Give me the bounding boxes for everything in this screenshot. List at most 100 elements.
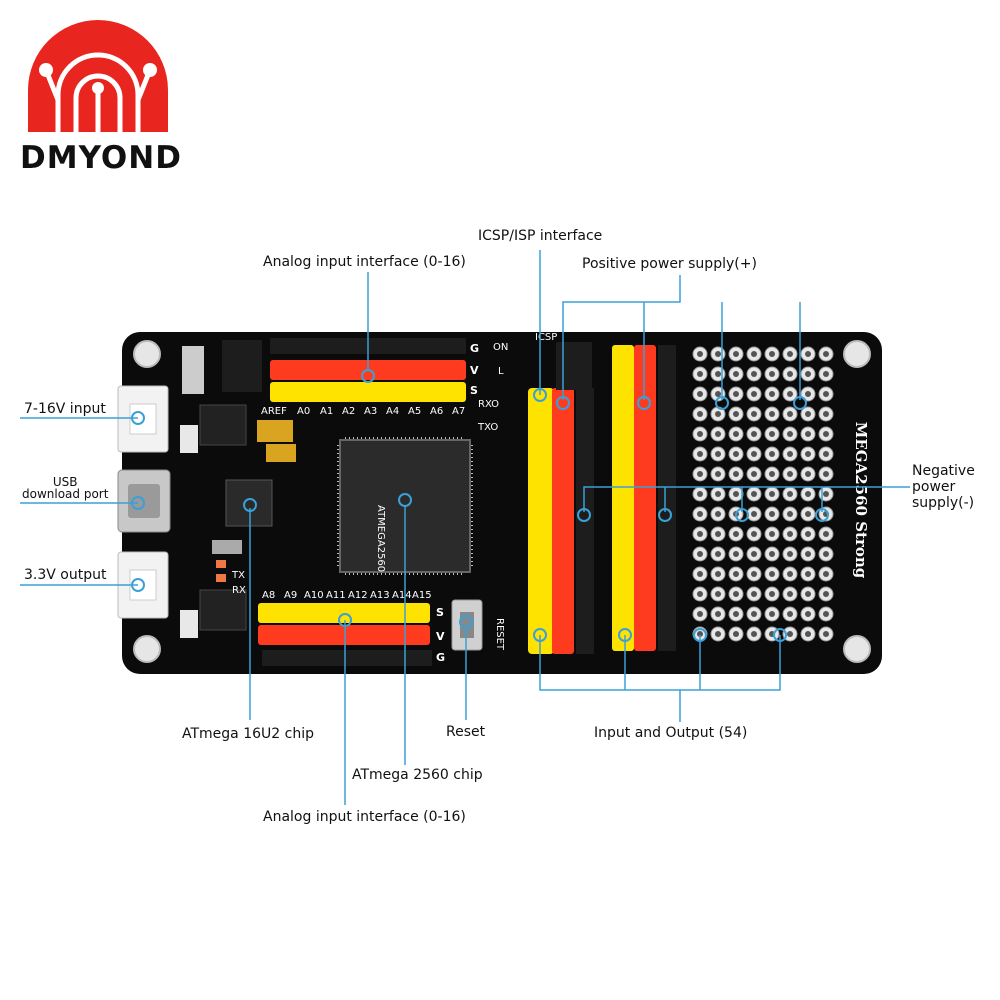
proto-pad-hole [805,531,811,537]
proto-pad-hole [751,631,757,637]
proto-pad-hole [769,471,775,477]
analog-bottom-headers [258,603,432,666]
proto-pad-hole [715,391,721,397]
pin-label-a5: A5 [408,406,421,417]
proto-pad-hole [769,531,775,537]
proto-pad-hole [733,631,739,637]
proto-pad-hole [697,471,703,477]
proto-pad-hole [751,351,757,357]
proto-pad-hole [697,491,703,497]
pointer-circles [131,369,829,642]
proto-pad-hole [823,531,829,537]
negative-line2: power [912,479,956,495]
proto-pad-hole [697,611,703,617]
top-pin-labels: AREF A0 A1 A2 A3 A4 A5 A6 A7 [261,406,465,417]
proto-pad-hole [697,391,703,397]
pin-label-a11: A11 [326,590,346,601]
atmega16u2-label: ATmega 16U2 chip [182,726,314,742]
proto-pad-hole [769,611,775,617]
reset-label: Reset [446,724,486,740]
proto-pad-hole [697,431,703,437]
pin-label-a0: A0 [297,406,310,417]
proto-pad-hole [751,431,757,437]
proto-pad-hole [769,411,775,417]
proto-pad-hole [823,411,829,417]
pin-label-a1: A1 [320,406,333,417]
proto-pad-hole [715,411,721,417]
proto-pad-hole [697,451,703,457]
proto-pad-hole [769,551,775,557]
analog-input-top-label: Analog input interface (0-16) [263,254,466,270]
proto-pad-hole [787,391,793,397]
proto-pad-hole [715,551,721,557]
proto-pad-hole [805,371,811,377]
proto-pad-hole [805,631,811,637]
proto-pad-hole [697,411,703,417]
atmega16u2-chip [225,479,273,527]
regulator-2 [199,589,247,631]
proto-pad-hole [805,431,811,437]
proto-pad-hole [787,471,793,477]
digital-headers [528,342,676,654]
proto-pad-hole [823,451,829,457]
proto-pad-hole [733,351,739,357]
proto-pad-hole [751,451,757,457]
proto-pad-hole [769,491,775,497]
proto-pad-hole [823,431,829,437]
pin-label-a8: A8 [262,590,275,601]
proto-pad-hole [697,571,703,577]
proto-pad-hole [751,611,757,617]
proto-pad-hole [733,531,739,537]
proto-pad-hole [751,411,757,417]
proto-pad-hole [715,371,721,377]
pin-label-a12: A12 [348,590,368,601]
proto-pad-hole [787,431,793,437]
on-label: ON [493,342,508,353]
proto-pad-hole [697,631,703,637]
proto-pad-hole [715,511,721,517]
proto-pad-hole [769,451,775,457]
mounting-holes [133,340,871,663]
v-top-label: V [470,364,479,377]
board-name-label: MEGA2560 Strong [852,422,870,579]
pin-label-a6: A6 [430,406,443,417]
proto-pad-hole [769,591,775,597]
proto-pad-hole [787,371,793,377]
s-bottom-label: S [436,606,444,619]
proto-pad-hole [805,511,811,517]
proto-pad-hole [769,431,775,437]
pointer-lines [20,250,910,805]
proto-pad-hole [787,491,793,497]
proto-pad-hole [697,511,703,517]
pcb-board [122,332,882,674]
pin-label-a7: A7 [452,406,465,417]
brand-name: DMYOND [20,140,182,176]
proto-pad-hole [787,631,793,637]
proto-pad-hole [823,551,829,557]
proto-pad-hole [769,391,775,397]
proto-pad-hole [805,411,811,417]
s-top-label: S [470,384,478,397]
proto-pad-hole [751,531,757,537]
g-top-label: G [470,342,479,355]
proto-pad-hole [715,351,721,357]
proto-pad-hole [805,491,811,497]
proto-pad-hole [751,591,757,597]
proto-pad-hole [733,431,739,437]
pin-label-aref: AREF [261,406,287,417]
proto-pad-hole [715,611,721,617]
proto-pad-hole [823,471,829,477]
proto-pad-hole [751,471,757,477]
proto-pad-hole [787,611,793,617]
proto-pad-hole [823,371,829,377]
pin-label-a14: A14 [392,590,412,601]
proto-pad-hole [805,591,811,597]
analog-input-bottom-label: Analog input interface (0-16) [263,809,466,825]
proto-pad-hole [769,351,775,357]
proto-pad-hole [751,391,757,397]
proto-pad-hole [787,351,793,357]
g-bottom-label: G [436,651,445,664]
atmega2560-label: ATmega 2560 chip [352,767,483,783]
pin-label-a2: A2 [342,406,355,417]
proto-pad-hole [715,471,721,477]
